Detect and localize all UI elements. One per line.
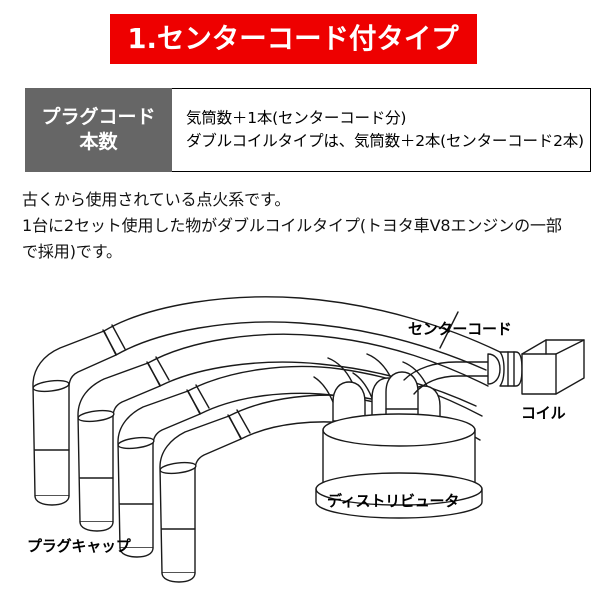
description-paragraph-1: 古くから使用されている点火系です。 <box>22 190 291 209</box>
plug-cap-3 <box>117 390 201 558</box>
ignition-coil <box>487 339 585 395</box>
spec-table: プラグコード 本数 気筒数＋1本(センターコード分) ダブルコイルタイプは、気筒… <box>25 88 591 172</box>
ignition-system-diagram: センターコード コイル ディストリビュータ プラグキャップ <box>0 290 600 600</box>
plug-cap-4 <box>159 415 242 583</box>
spec-table-value-cell: 気筒数＋1本(センターコード分) ダブルコイルタイプは、気筒数＋2本(センターコ… <box>172 88 591 172</box>
plug-cap-2 <box>77 362 161 532</box>
label-plug-cap: プラグキャップ <box>27 537 131 555</box>
spec-table-label-cell: プラグコード 本数 <box>25 88 172 172</box>
diagram-svg <box>32 296 585 583</box>
description-paragraph-2: 1台に2セット使用した物がダブルコイルタイプ(トヨタ車V8エンジンの一部で採用)… <box>22 215 562 261</box>
spec-label-line-1: プラグコード <box>41 105 156 128</box>
label-coil: コイル <box>521 404 566 422</box>
center-cord <box>403 361 489 395</box>
section-title-banner: 1.センターコード付タイプ <box>110 14 477 64</box>
plug-cap-1 <box>32 330 117 506</box>
section-title-text: 1.センターコード付タイプ <box>127 22 460 55</box>
label-distributor: ディストリビュータ <box>327 492 460 510</box>
spec-value-line-1: 気筒数＋1本(センターコード分) <box>186 108 407 127</box>
spark-plug-cord-1 <box>102 296 501 371</box>
distributor <box>313 353 483 519</box>
description-text: 古くから使用されている点火系です。 1台に2セット使用した物がダブルコイルタイプ… <box>22 187 574 265</box>
distributor-center-terminal <box>385 371 419 417</box>
label-center-cord: センターコード <box>408 320 512 338</box>
spec-label-line-2: 本数 <box>79 131 118 153</box>
center-cord-leader-line <box>439 311 459 349</box>
spec-value-line-2: ダブルコイルタイプは、気筒数＋2本(センターコード2本) <box>186 132 584 150</box>
